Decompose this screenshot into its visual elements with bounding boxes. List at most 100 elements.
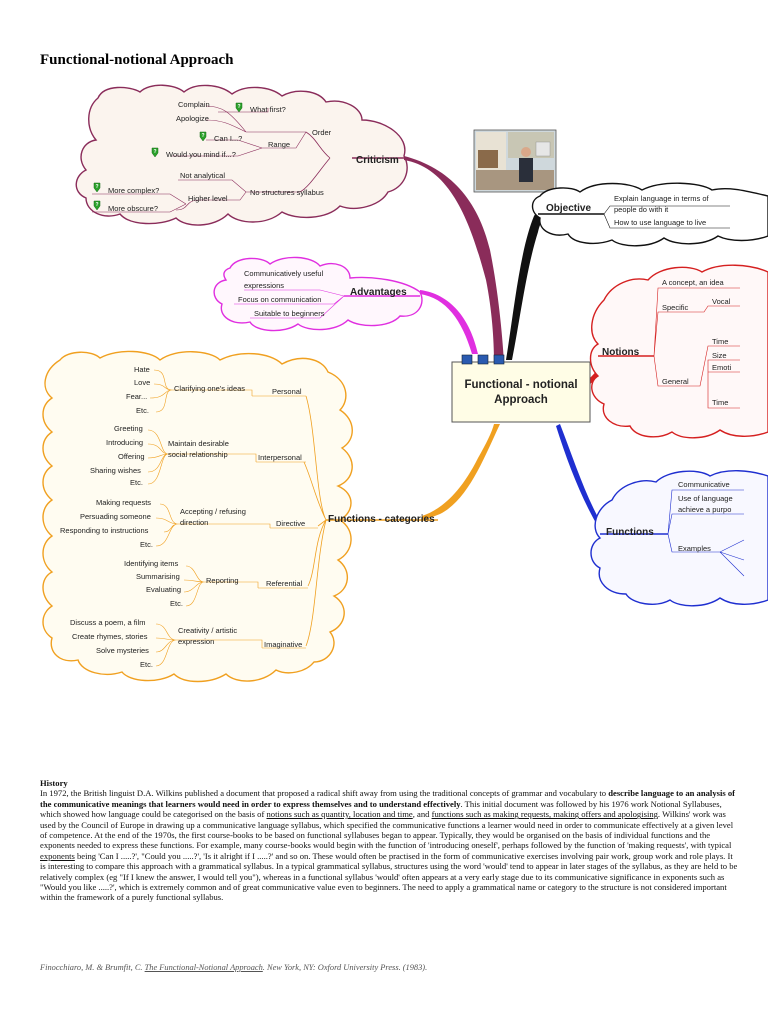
central-title-line2: Approach bbox=[494, 394, 548, 406]
responding-label: Responding to instructions bbox=[60, 526, 149, 535]
more-complex-label: More complex? bbox=[108, 186, 159, 195]
maintain-line1: Maintain desirable bbox=[168, 439, 229, 448]
concept-label: A concept, an idea bbox=[662, 278, 725, 287]
imaginative-label: Imaginative bbox=[264, 640, 302, 649]
creativity-line2: expression bbox=[178, 637, 214, 646]
how-to-use-label: How to use language to live bbox=[614, 218, 706, 227]
history-text-5: being 'Can I .....?', "Could you .....?'… bbox=[40, 850, 738, 903]
directive-label: Directive bbox=[276, 519, 305, 528]
branch-criticism bbox=[404, 156, 504, 362]
notions-cloud bbox=[589, 264, 768, 439]
citation-authors: Finocchiaro, M. & Brumfit, C. bbox=[40, 963, 145, 972]
general-label: General bbox=[662, 377, 689, 386]
objective-label: Objective bbox=[546, 203, 591, 214]
explain-line1: Explain language in terms of bbox=[614, 194, 710, 203]
love-label: Love bbox=[134, 378, 150, 387]
history-text-3: , and bbox=[412, 809, 432, 820]
not-analytical-label: Not analytical bbox=[180, 171, 225, 180]
advantages-label: Advantages bbox=[350, 287, 407, 298]
use-of-language-line2: achieve a purpo bbox=[678, 505, 731, 514]
history-underline-exponents: exponents bbox=[40, 850, 75, 861]
history-text-2: . This initial document was followed by … bbox=[40, 798, 722, 820]
emotion-label: Emoti bbox=[712, 363, 732, 372]
interpersonal-label: Interpersonal bbox=[258, 453, 302, 462]
more-obscure-label: More obscure? bbox=[108, 204, 158, 213]
greeting-label: Greeting bbox=[114, 424, 143, 433]
fear-label: Fear... bbox=[126, 392, 147, 401]
explain-line2: people do with it bbox=[614, 205, 669, 214]
mind-map: ? Criticism Order Complain Apologize Wha… bbox=[42, 84, 768, 683]
criticism-label: Criticism bbox=[356, 155, 399, 166]
range-label: Range bbox=[268, 140, 290, 149]
what-first-label: What first? bbox=[250, 105, 286, 114]
time-label: Time bbox=[712, 337, 728, 346]
etc-directive: Etc. bbox=[140, 540, 153, 549]
evaluating-label: Evaluating bbox=[146, 585, 181, 594]
history-text-4: . Wilkins' work was used by the Council … bbox=[40, 809, 734, 851]
functions-label: Functions bbox=[606, 527, 654, 538]
advantage-beginners: Suitable to beginners bbox=[254, 309, 325, 318]
solve-label: Solve mysteries bbox=[96, 646, 149, 655]
sharing-label: Sharing wishes bbox=[90, 466, 141, 475]
accepting-line2: direction bbox=[180, 518, 208, 527]
history-text-1: In 1972, the British linguist D.A. Wilki… bbox=[40, 788, 609, 799]
offering-label: Offering bbox=[118, 452, 145, 461]
functions-categories-cloud bbox=[42, 350, 353, 683]
use-of-language-line1: Use of language bbox=[678, 494, 733, 503]
create-label: Create rhymes, stories bbox=[72, 632, 148, 641]
persuading-label: Persuading someone bbox=[80, 512, 151, 521]
communicative-label: Communicative bbox=[678, 480, 730, 489]
personal-label: Personal bbox=[272, 387, 302, 396]
history-underline-functions: functions such as making requests, makin… bbox=[431, 809, 658, 820]
page-title: Functional-notional Approach bbox=[40, 52, 234, 68]
introducing-label: Introducing bbox=[106, 438, 143, 447]
making-requests-label: Making requests bbox=[96, 498, 151, 507]
criticism-cloud bbox=[75, 84, 408, 226]
time-label-2: Time bbox=[712, 398, 728, 407]
size-label: Size bbox=[712, 351, 727, 360]
discuss-label: Discuss a poem, a film bbox=[70, 618, 145, 627]
citation-publisher: . New York, NY: Oxford University Press.… bbox=[262, 963, 428, 972]
history-underline-notions: notions such as quantity, location and t… bbox=[266, 809, 413, 820]
notions-label: Notions bbox=[602, 347, 640, 358]
branch-functions-categories bbox=[422, 424, 500, 520]
central-node: Functional - notional Approach bbox=[451, 354, 591, 423]
no-structures-label: No structures syllabus bbox=[250, 188, 324, 197]
hate-label: Hate bbox=[134, 365, 150, 374]
order-label: Order bbox=[312, 128, 332, 137]
specific-label: Specific bbox=[662, 303, 689, 312]
vocab-label: Vocal bbox=[712, 297, 731, 306]
etc-imaginative: Etc. bbox=[140, 660, 153, 669]
etc-referential: Etc. bbox=[170, 599, 183, 608]
advantage-focus: Focus on communication bbox=[238, 295, 321, 304]
history-section: History In 1972, the British linguist D.… bbox=[40, 778, 740, 903]
history-title: History bbox=[40, 778, 68, 788]
citation-title: The Functional-Notional Approach bbox=[144, 963, 263, 972]
referential-label: Referential bbox=[266, 579, 303, 588]
complain-label: Complain bbox=[178, 100, 210, 109]
etc-interpersonal: Etc. bbox=[130, 478, 143, 487]
reporting-label: Reporting bbox=[206, 576, 239, 585]
summarising-label: Summarising bbox=[136, 572, 180, 581]
accepting-line1: Accepting / refusing bbox=[180, 507, 246, 516]
examples-label: Examples bbox=[678, 544, 711, 553]
branch-functions bbox=[556, 424, 604, 530]
functions-categories-label: Functions - categories bbox=[328, 514, 435, 525]
advantage-useful-line2: expressions bbox=[244, 281, 284, 290]
history-bold-1: describe language to an analysis of the … bbox=[40, 788, 736, 809]
advantages-cloud bbox=[213, 256, 423, 332]
branch-objective bbox=[506, 206, 556, 360]
clarifying-label: Clarifying one's ideas bbox=[174, 384, 245, 393]
apologize-label: Apologize bbox=[176, 114, 209, 123]
identifying-label: Identifying items bbox=[124, 559, 178, 568]
functions-cloud bbox=[590, 470, 768, 607]
creativity-line1: Creativity / artistic bbox=[178, 626, 237, 635]
central-title-line1: Functional - notional bbox=[464, 379, 577, 391]
maintain-line2: social relationship bbox=[168, 450, 228, 459]
advantage-useful-line1: Communicatively useful bbox=[244, 269, 324, 278]
can-i-label: Can I...? bbox=[214, 134, 242, 143]
objective-cloud bbox=[531, 182, 768, 247]
branch-advantages bbox=[420, 290, 478, 354]
would-you-mind-label: Would you mind if...? bbox=[166, 150, 236, 159]
higher-level-label: Higher level bbox=[188, 194, 228, 203]
